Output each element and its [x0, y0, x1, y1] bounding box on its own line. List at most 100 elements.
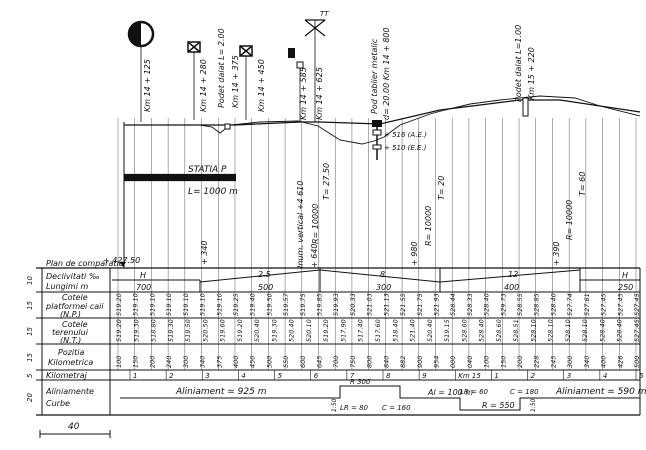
- km-value: 4: [603, 372, 607, 380]
- poz-value: 400: [232, 356, 240, 368]
- pk-340: + 340: [200, 240, 209, 265]
- nt-value: 528.10: [581, 319, 589, 342]
- nt-value: 528.10: [564, 319, 572, 342]
- nt-value: 527.45: [633, 319, 641, 342]
- label-curbe: Curbe: [46, 399, 70, 408]
- poz-value: 400: [600, 356, 608, 368]
- podet-mark-2: [522, 97, 529, 117]
- decl-2-sign: 2.5: [258, 270, 271, 279]
- poz-value: 700: [332, 356, 340, 368]
- declivity-row: H 700 2.5 500 8 300 12 400 H 250: [112, 268, 640, 292]
- poz-value: 300: [182, 356, 190, 368]
- np-value: 519.10: [199, 293, 207, 316]
- poz-value: 240: [165, 356, 173, 368]
- km-value: 3: [205, 372, 209, 380]
- row-h-4: 15: [26, 353, 34, 362]
- np-value: 528.40: [483, 293, 491, 316]
- km-value: 7: [350, 372, 355, 380]
- np-value: 519.40: [249, 293, 257, 316]
- km-value: 9: [422, 372, 427, 380]
- km-14-125: Km 14 + 125: [143, 59, 152, 112]
- al-1: Aliniament = 925 m: [175, 387, 267, 397]
- station-circle-icon: [127, 20, 155, 122]
- top-symbols: TT: [127, 10, 329, 122]
- poz-value: 000: [449, 356, 457, 368]
- poz-value: 550: [282, 356, 290, 368]
- poz-value: 900: [416, 356, 424, 368]
- np-value: 519.10: [148, 293, 156, 316]
- np-value: 527.74: [566, 293, 574, 316]
- nt-value: 528.51: [512, 319, 520, 342]
- poz-value: 100: [115, 356, 123, 368]
- np-value: 519.10: [165, 293, 173, 316]
- nt-value: 519.50: [184, 319, 192, 342]
- profile-annotations: + 427.50 + 340 Inum. vertical +4 610 + 6…: [103, 163, 587, 268]
- pod-tablier-km: d= 20.00 Km 14 + 800: [382, 27, 391, 120]
- poz-value: 300: [566, 356, 574, 368]
- np-value: 521.03: [366, 293, 374, 316]
- km-value: 2: [531, 372, 536, 380]
- label-cotele-t2: terenului: [52, 328, 89, 337]
- al-2: Al = 100 m: [427, 388, 473, 397]
- row-heights: 10 15 15 15 5 20: [26, 276, 34, 402]
- nt-value: 519.30: [270, 319, 278, 342]
- curve1-d: 1:50: [331, 398, 338, 412]
- poz-value: 150: [499, 356, 507, 368]
- label-cotele-pl2: platformei caii: [45, 302, 104, 311]
- km-value: 5: [639, 372, 644, 380]
- decl-3-sign: 8: [380, 270, 385, 279]
- np-value: 519.25: [232, 293, 240, 316]
- curve2-d: 1:50: [530, 398, 537, 412]
- np-value: 519.75: [299, 293, 307, 316]
- poz-value: 840: [382, 356, 390, 368]
- poz-value: 150: [132, 356, 140, 368]
- nt-value: 518.80: [150, 319, 158, 342]
- row-h-6: 20: [26, 393, 34, 402]
- poz-value: 100: [483, 356, 491, 368]
- t-60: T= 60: [578, 172, 587, 196]
- np-value: 521.13: [382, 293, 390, 316]
- nt-value: 528.10: [547, 319, 555, 342]
- np-value: 519.93: [332, 293, 340, 316]
- poz-value: 340: [583, 356, 591, 368]
- km-14-625: Km 14 + 625: [315, 67, 324, 120]
- bridge-mark-1: + 516 (A.E.): [384, 131, 427, 139]
- nt-value: 520.10: [305, 319, 313, 342]
- curve1-r: R 300: [350, 378, 371, 386]
- nt-value: 519.20: [115, 319, 123, 342]
- bridge-mark-2: + 510 (E.E.): [384, 144, 427, 152]
- label-cotele-t: Cotele: [62, 320, 88, 329]
- profile-area: STATIA P L= 1000 m + 516 (A.E.) + 510 (E…: [103, 95, 641, 370]
- decl-5-sign: H: [622, 271, 628, 280]
- curve2-r: R = 550: [482, 401, 515, 410]
- label-decliv: Declivitati ‰: [46, 272, 100, 281]
- nt-value: 528.60: [495, 319, 503, 342]
- alignment-row: Aliniament = 925 m R 300 LR = 80 C = 160…: [120, 378, 646, 412]
- signal-post-icon: [288, 48, 304, 122]
- poz-value: 340: [199, 356, 207, 368]
- np-value: 528.55: [516, 293, 524, 316]
- poz-value: 375: [215, 356, 223, 368]
- label-km: Kilometraj: [46, 371, 88, 380]
- km-14-585: Km 14 + 585: [299, 67, 308, 120]
- curve2-lr: LR = 60: [460, 388, 489, 396]
- label-plan: Plan de comparatie: [46, 259, 124, 268]
- nt-value: 519.15: [443, 319, 451, 342]
- r-10000-a: R= 10000: [311, 204, 320, 244]
- nt-value: 520.50: [201, 319, 209, 342]
- np-value: 528.33: [466, 293, 474, 316]
- np-value: 519.20: [115, 293, 123, 316]
- np-value: 527.45: [616, 293, 624, 316]
- nt-value: 528.60: [460, 319, 468, 342]
- pk-980: + 980: [410, 241, 419, 266]
- label-cotele-pl: Cotele: [62, 293, 88, 302]
- row-labels: Plan de comparatie Declivitati ‰ Lungimi…: [45, 259, 124, 408]
- km-value: 5: [278, 372, 283, 380]
- np-value: 527.61: [583, 293, 591, 316]
- km-value: 6: [314, 372, 319, 380]
- poz-value: 954: [432, 356, 440, 368]
- label-cotele-t3: (N.T.): [60, 336, 81, 345]
- pod-tablier: Pod tablier metalic: [370, 38, 379, 114]
